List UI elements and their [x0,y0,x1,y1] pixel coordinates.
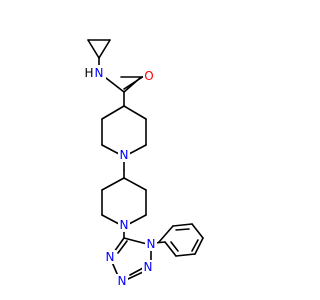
bond [164,241,177,257]
molecule-diagram: O H N N N N N [82,39,204,288]
nitrogen-label: N [118,274,127,288]
label-background [82,65,106,81]
nitrogen-label: N [144,260,153,274]
bond [191,239,199,252]
bond [191,223,204,239]
bond [117,240,128,254]
bond [101,177,125,191]
bond [87,39,100,59]
bond [123,75,145,90]
atom-n-tetrazole-4: N [142,260,154,274]
label-background [145,237,157,251]
nitrogen-label: N [95,66,104,80]
hydrogen-label: H [84,66,93,80]
label-background [104,250,116,264]
label-background [143,69,155,83]
bond [101,214,120,225]
atom-n-tetrazole-1: N [145,237,157,251]
label-background [116,274,128,288]
bond [123,177,147,191]
bond [128,214,147,225]
nitrogen-label: N [120,218,129,232]
carbon-bonds [87,39,204,257]
atom-n-piperidine-2: N [118,218,130,232]
bond [170,241,179,252]
bond [129,267,144,276]
bond [175,253,196,257]
oxygen-label: O [144,69,153,83]
bond [105,77,125,93]
label-background [142,260,154,274]
bond [101,105,125,120]
nitrogen-label: N [120,148,129,162]
label-background [118,148,130,162]
atom-n-amide: H N [82,65,106,81]
bond [113,237,125,253]
bond [123,105,147,120]
bond [172,223,193,227]
structure-canvas: O H N N N N N [82,39,204,288]
bond [127,271,144,280]
bond [123,237,148,245]
bond [158,225,174,243]
bond [98,39,111,59]
label-background [118,218,130,232]
atom-n-tetrazole-2: N [104,250,116,264]
bond [128,144,147,155]
bond [111,261,119,277]
atom-labels: O H N N N N N [82,65,157,288]
atom-n-piperidine-1: N [118,148,130,162]
bond [175,228,190,231]
bond [101,144,120,155]
atom-o1: O [143,69,155,83]
atom-n-tetrazole-3: N [116,274,128,288]
nitrogen-label: N [147,237,156,251]
nitrogen-label: N [106,250,115,264]
bond [194,237,204,255]
